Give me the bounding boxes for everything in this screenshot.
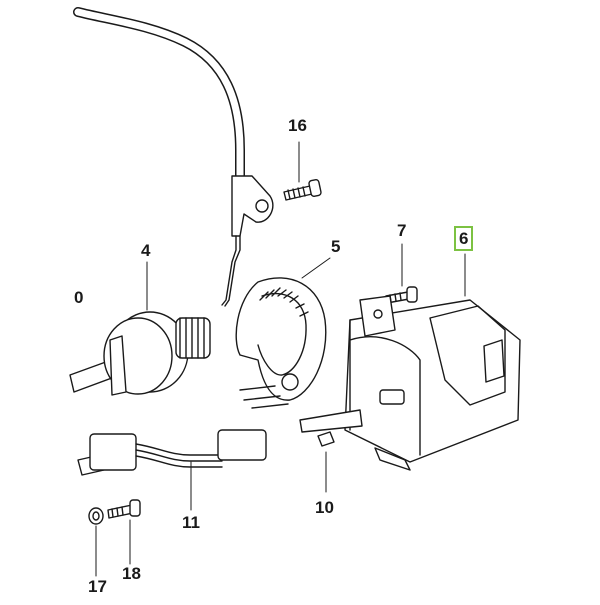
washer-icon: [88, 507, 104, 577]
callout-11: 11: [182, 513, 200, 532]
screw-icon-18: [107, 499, 141, 565]
callout-4: 4: [141, 241, 151, 260]
callout-6[interactable]: 6: [453, 226, 474, 251]
callout-0: 0: [74, 288, 84, 307]
callout-17: 17: [88, 577, 107, 596]
clip-icon: [317, 431, 335, 493]
motor-actuator-icon: [299, 253, 521, 471]
screw-icon-16: [283, 141, 322, 201]
callout-18: 18: [122, 564, 141, 583]
callout-7: 7: [397, 221, 407, 240]
callout-10: 10: [315, 498, 334, 517]
cable-icon: [73, 7, 274, 307]
clamp-ring-icon: [235, 257, 331, 409]
gear-icon: [103, 261, 211, 396]
callout-16: 16: [288, 116, 307, 135]
harness-icon: [77, 429, 267, 511]
callout-5: 5: [331, 237, 341, 256]
screw-icon-7: [385, 243, 418, 304]
